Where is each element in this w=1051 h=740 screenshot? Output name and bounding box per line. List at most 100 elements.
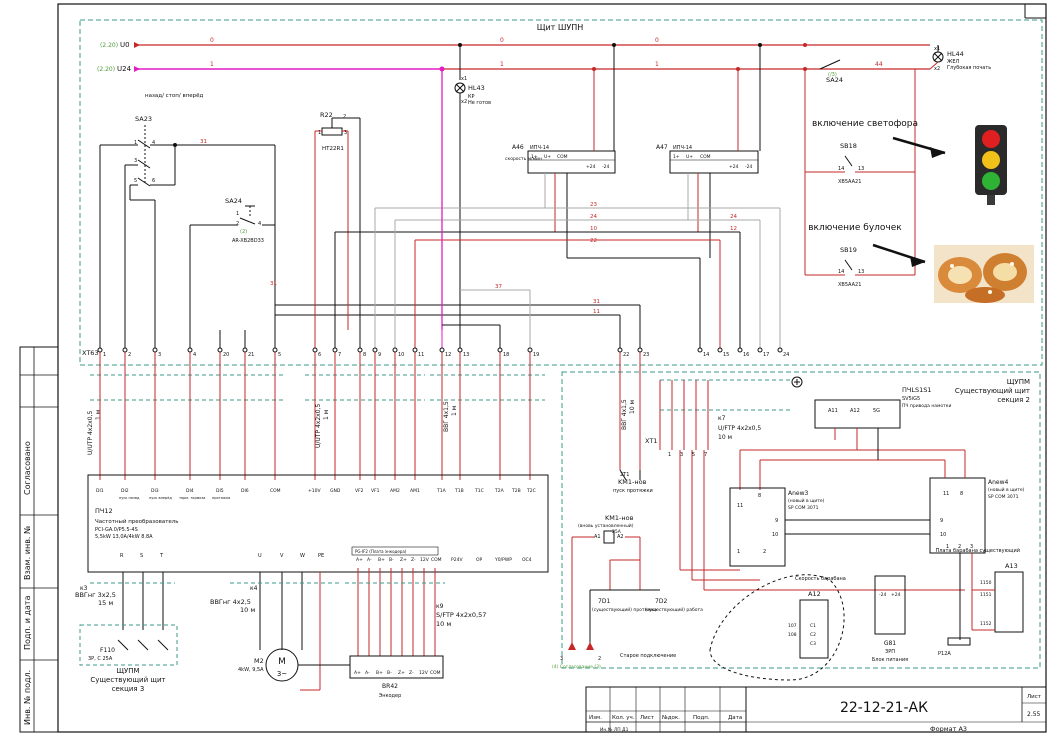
tb-col-date: Дата (728, 715, 742, 721)
xt63-pin-label: 4 (193, 352, 196, 358)
xt63-pin-label: 14 (703, 352, 709, 358)
sa23-name: SA23 (135, 115, 152, 123)
wire-label-23: 23 (590, 202, 597, 208)
anew3-desc: (новый в щите) (788, 497, 825, 504)
lamp-hl43: x1 HL43 КР Не готов x2 (454, 45, 491, 330)
drum-note: Старое подключение (620, 653, 676, 659)
side-label-inv: Инв. № подл. (23, 670, 32, 725)
vfd-enc-12v: 12V (420, 557, 430, 563)
cable-label-k7: к7 (718, 415, 726, 422)
cable-label-c1: U/UTP 4х2х0,5 (87, 411, 94, 455)
vfd-enc-z-minus: Z- (411, 557, 416, 563)
motor-m2: к4 ВВГнг 4х2,5 10 м M 3~ M2 4kW, 9,5A (210, 572, 350, 691)
vfd-in-t1c: T1C (474, 488, 484, 494)
a13-pin1151: 1151 (980, 592, 992, 598)
f110-name: F110 (100, 647, 115, 654)
td2-desc: (существующий) работа (645, 606, 703, 613)
wire-label-0c: 0 (655, 37, 659, 44)
power-input-f110: к3 ВВГнг 3х2,5 15 м F110 3P, C 25A ЩУПМ … (75, 572, 178, 693)
vfd-desc2: PCI-GA.0/P5.5-4S (95, 527, 138, 533)
drive-pchls1s1: ПЧLS1S1 SV5iG5 ПЧ привода намотки A11 A1… (814, 386, 952, 460)
cable-label-c4-len: 10 м (629, 400, 636, 414)
vfd-note-pull: протяжка (212, 496, 230, 500)
button-sb18: включение светофора SB18 14 13 XB5AA21 (805, 119, 946, 185)
km1-coil-name: KM1-нов (605, 514, 634, 522)
vfd-enc-p24v: P24V (451, 557, 463, 563)
anew3-pin2: 2 (763, 549, 766, 555)
xt63-pin-label: 17 (763, 352, 769, 358)
r22-pin1: 1 (318, 130, 321, 136)
sb18-pin14: 14 (838, 166, 844, 172)
vfd-in-di6: DI6 (241, 488, 249, 494)
anew4-pin3: 3 (970, 544, 973, 550)
cable-label-c1-len: 1 м (95, 410, 102, 420)
xt63-terminal (97, 347, 103, 353)
cable-label-c5-len: 10 м (718, 434, 732, 441)
anew4-name: Anew4 (988, 479, 1009, 486)
lamp-hl44: x1 HL44 ЖЕЛ Глубокая почать x2 (929, 45, 991, 72)
vfd-in-t2a: T2A (494, 488, 505, 494)
vfd-encoder-header: PG-IF2 (Плата энкодера) (355, 549, 407, 554)
vfd-in-10v: +10V (308, 488, 321, 494)
cable-label-c8: S/FTP 4х2х0,57 (436, 611, 486, 619)
module-anew3: Anew3 (новый в щите) SP COM 3071 11 8 9 … (729, 487, 930, 567)
vfd-enc-a-plus: A+ (356, 557, 363, 563)
u0-label: U0 (120, 41, 130, 49)
xt63-terminal (357, 347, 363, 353)
a46-pin-u: U+ (544, 154, 551, 160)
xt63-pin-label: 19 (533, 352, 539, 358)
xt63-pin-label: 12 (445, 352, 451, 358)
xt63-terminal (312, 347, 318, 353)
sa23-pin4: 4 (152, 140, 155, 146)
cable-label-k9: к9 (436, 603, 444, 610)
xt63-pin-label: 13 (463, 352, 469, 358)
anew4-pin11: 11 (943, 491, 949, 497)
a47-pin-p24: +24 (729, 164, 739, 170)
sa24-model: AR-XB2BD33 (232, 238, 264, 244)
vfd-in-vf1: VF1 (371, 488, 380, 494)
xt63-name: XT63 (82, 349, 99, 357)
vfd-out-v: V (280, 553, 284, 559)
xt63-terminal (242, 347, 248, 353)
xt63-pin-label: 24 (783, 352, 789, 358)
xt63-pin-label: 9 (378, 352, 381, 358)
xt63-terminal (122, 347, 128, 353)
xt63-terminal (272, 347, 278, 353)
existing-panel-3-title: ЩУПМ (116, 667, 139, 675)
td2-name: 7D2 (655, 598, 667, 605)
a13-pin1152: 1152 (980, 621, 992, 627)
xt63-pin-label: 6 (318, 352, 321, 358)
vfd-in-di4: DI4 (186, 488, 194, 494)
a13-caption: Плата барабана существующий (935, 547, 1020, 554)
sa23-pin5: 5 (134, 178, 137, 184)
sb18-pin13: 13 (858, 166, 864, 172)
r22-pin3: 3 (344, 130, 347, 136)
sa24-pin4: 4 (258, 221, 261, 227)
a46-pin-1: 1+ (531, 154, 538, 160)
hl44-name: HL44 (947, 50, 964, 58)
xt1-name: XT1 (645, 437, 657, 445)
enc-pin-b-minus: B- (387, 670, 392, 676)
existing-panel-2-title: ЩУПМ (1007, 378, 1030, 386)
sb19-pin14: 14 (838, 269, 844, 275)
xt63-pin-label: 3 (158, 352, 161, 358)
xt63-terminal (392, 347, 398, 353)
button-sb19: включение булочек SB19 14 13 XB5AA21 (805, 223, 926, 288)
g81-pin-plus: +24 (891, 592, 901, 598)
terminal-strip-xt63: XT63 (82, 305, 781, 357)
anew4-pin8: 8 (960, 491, 963, 497)
xt63-pin-label: 15 (723, 352, 729, 358)
wire-label-10: 10 (590, 226, 597, 232)
pchls1s1-model: SV5iG5 (902, 396, 920, 402)
module-anew4: Anew4 (новый в щите) SP COM 3071 11 8 9 … (929, 450, 1025, 640)
module-a13: Плата барабана существующий A13 1150 115… (935, 547, 1024, 657)
xt1-pin3: 3 (680, 452, 683, 458)
f110-rating: 3P, C 25A (88, 656, 113, 662)
a46-pin-p24: +24 (586, 164, 596, 170)
km1-start-desc: пуск протяжки (613, 488, 653, 494)
sheet-frame (57, 3, 1047, 733)
a12-pin-c2: C2 (810, 632, 816, 638)
vfd-in-di5: DI5 (216, 488, 224, 494)
existing-panel-2-section: секция 2 (997, 396, 1030, 404)
wire-label-31c: 31 (593, 299, 600, 305)
